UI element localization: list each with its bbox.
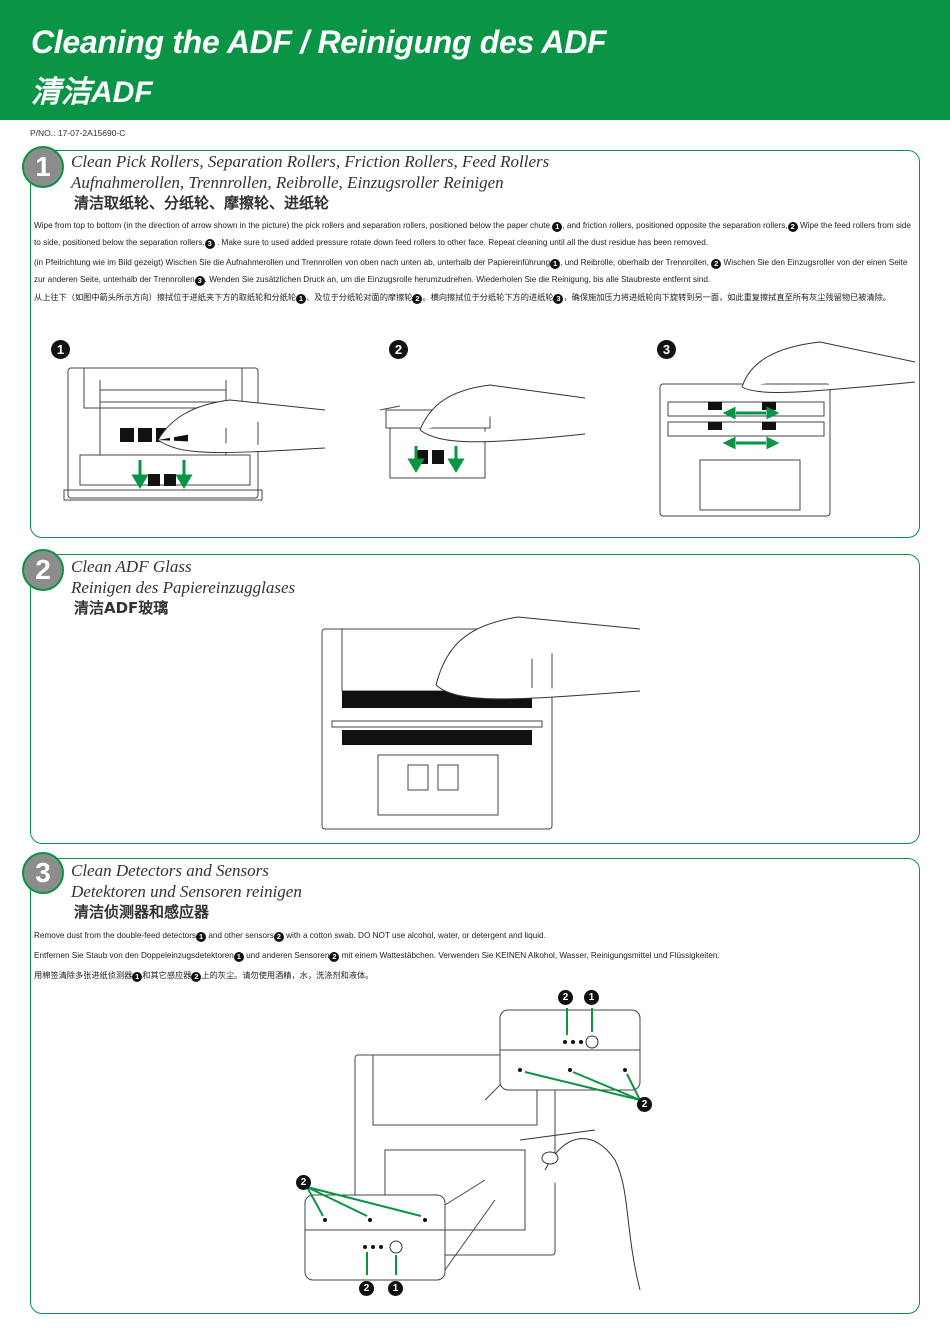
text-fragment: . Make sure to used added pressure rotat… (216, 238, 709, 247)
section-3-badge: 3 (22, 852, 64, 894)
callout-3-icon: 3 (204, 239, 215, 249)
text-fragment: 。横向擦拭位于分纸轮下方的进纸轮 (422, 293, 554, 302)
text-fragment: Remove dust from the double-feed detecto… (34, 931, 197, 940)
callout-1-icon: 1 (550, 259, 561, 269)
text-fragment: , und Reibrolle, oberhalb der Trennrolle… (560, 258, 709, 267)
section-1-text: Wipe from top to bottom (in the directio… (34, 217, 918, 304)
callout-1-icon: 1 (196, 932, 207, 942)
section-2-title-zh: 清洁ADF玻璃 (74, 599, 169, 617)
section-2-title: Clean ADF Glass Reinigen des Papiereinzu… (71, 556, 295, 619)
text-fragment: mit einem Wattestäbchen. Verwenden Sie K… (341, 951, 720, 960)
text-fragment: Wischen Sie den Einzugsroller von der ei… (34, 258, 908, 284)
section-3-title-en: Clean Detectors and Sensors (71, 861, 269, 880)
section-1-title-de: Aufnahmerollen, Trennrollen, Reibrolle, … (71, 173, 504, 192)
text-fragment: 、及位于分纸轮对面的摩擦轮 (306, 293, 413, 302)
figure-sensors-illustration (304, 1008, 641, 1291)
text-fragment: 从上往下（如图中箭头所示方向）擦拭位于进纸夹下方的取纸轮和分纸轮 (34, 293, 297, 302)
callout-2-icon: 2 (787, 222, 798, 232)
section-3-text: Remove dust from the double-feed detecto… (34, 926, 918, 986)
figure-1-label: 1 (51, 340, 70, 359)
figure-2-label: 2 (389, 340, 408, 359)
callout-2-icon: 2 (191, 972, 202, 982)
callout-detector-label: 1 (584, 990, 599, 1005)
section-2-badge: 2 (22, 549, 64, 591)
callout-3-icon: 3 (194, 276, 205, 286)
callout-sensor-label: 2 (359, 1281, 374, 1296)
text-fragment: ，确保施加压力将进纸轮向下旋转到另一面，如此重复擦拭直至所有灰尘残留物已被清除。 (563, 293, 891, 302)
section-2-panel (30, 554, 920, 844)
callout-2-icon: 2 (329, 952, 340, 962)
section-2-title-de: Reinigen des Papiereinzugglases (71, 578, 296, 597)
page-title-zh: 清洁ADF (31, 76, 153, 109)
section-3-title-zh: 清洁侦测器和感应器 (74, 903, 210, 921)
section-1-en-paragraph: Wipe from top to bottom (in the directio… (34, 217, 918, 251)
callout-1-icon: 1 (296, 294, 307, 304)
text-fragment: 和其它感应器 (142, 971, 192, 980)
page-title: Cleaning the ADF / Reinigung des ADF (31, 24, 607, 60)
text-fragment: (in Pfeilrichtung wie im Bild gezeigt) W… (34, 258, 551, 267)
section-1-title-en: Clean Pick Rollers, Separation Rollers, … (71, 152, 550, 171)
text-fragment: und anderen Sensoren (246, 951, 330, 960)
section-2-title-en: Clean ADF Glass (71, 557, 192, 576)
section-1-de-paragraph: (in Pfeilrichtung wie im Bild gezeigt) W… (34, 254, 918, 288)
figure-adf-glass-illustration (321, 616, 641, 830)
section-1-panel (30, 150, 920, 538)
header-banner: Cleaning the ADF / Reinigung des ADF 清洁A… (0, 0, 950, 120)
text-fragment: and other sensors (208, 931, 274, 940)
figure-3-label: 3 (657, 340, 676, 359)
section-3-panel (30, 858, 920, 1314)
section-1-title-zh: 清洁取纸轮、分纸轮、摩擦轮、进纸轮 (74, 194, 330, 212)
callout-3-icon: 3 (553, 294, 564, 304)
figure-friction-rollers-illustration (380, 384, 586, 479)
text-fragment: 用棉签清除多张进纸侦测器 (34, 971, 133, 980)
text-fragment: 上的灰尘。请勿使用酒精，水，洗涤剂和液体。 (201, 971, 374, 980)
text-fragment: with a cotton swab. DO NOT use alcohol, … (286, 931, 546, 940)
section-3-title-de: Detektoren und Sensoren reinigen (71, 882, 302, 901)
callout-sensor-label: 2 (558, 990, 573, 1005)
text-fragment: . Wenden Sie zusätzlichen Druck an, um d… (204, 275, 711, 284)
callout-2-icon: 2 (273, 932, 284, 942)
callout-sensor-label: 2 (296, 1175, 311, 1190)
section-3-en-paragraph: Remove dust from the double-feed detecto… (34, 926, 918, 946)
callout-1-icon: 1 (552, 222, 563, 232)
text-fragment: , and friction rollers, positioned oppos… (562, 221, 788, 230)
text-fragment: Entfernen Sie Staub von den Doppeleinzug… (34, 951, 234, 960)
callout-1-icon: 1 (233, 952, 244, 962)
part-number: P/NO.: 17-07-2A15690-C (30, 128, 126, 138)
section-3-title: Clean Detectors and Sensors Detektoren u… (71, 860, 302, 923)
callout-1-icon: 1 (132, 972, 143, 982)
callout-2-icon: 2 (711, 259, 722, 269)
figure-feed-rollers-illustration (659, 341, 916, 517)
text-fragment: Wipe from top to bottom (in the directio… (34, 221, 551, 230)
callout-detector-label: 1 (388, 1281, 403, 1296)
callout-sensor-label: 2 (637, 1097, 652, 1112)
callout-2-icon: 2 (412, 294, 423, 304)
section-3-de-paragraph: Entfernen Sie Staub von den Doppeleinzug… (34, 946, 918, 966)
figure-pick-rollers-illustration (63, 367, 326, 501)
text-fragment: Wipe the feed rollers from side to side,… (34, 221, 911, 247)
section-1-badge: 1 (22, 146, 64, 188)
section-1-title: Clean Pick Rollers, Separation Rollers, … (71, 151, 549, 214)
